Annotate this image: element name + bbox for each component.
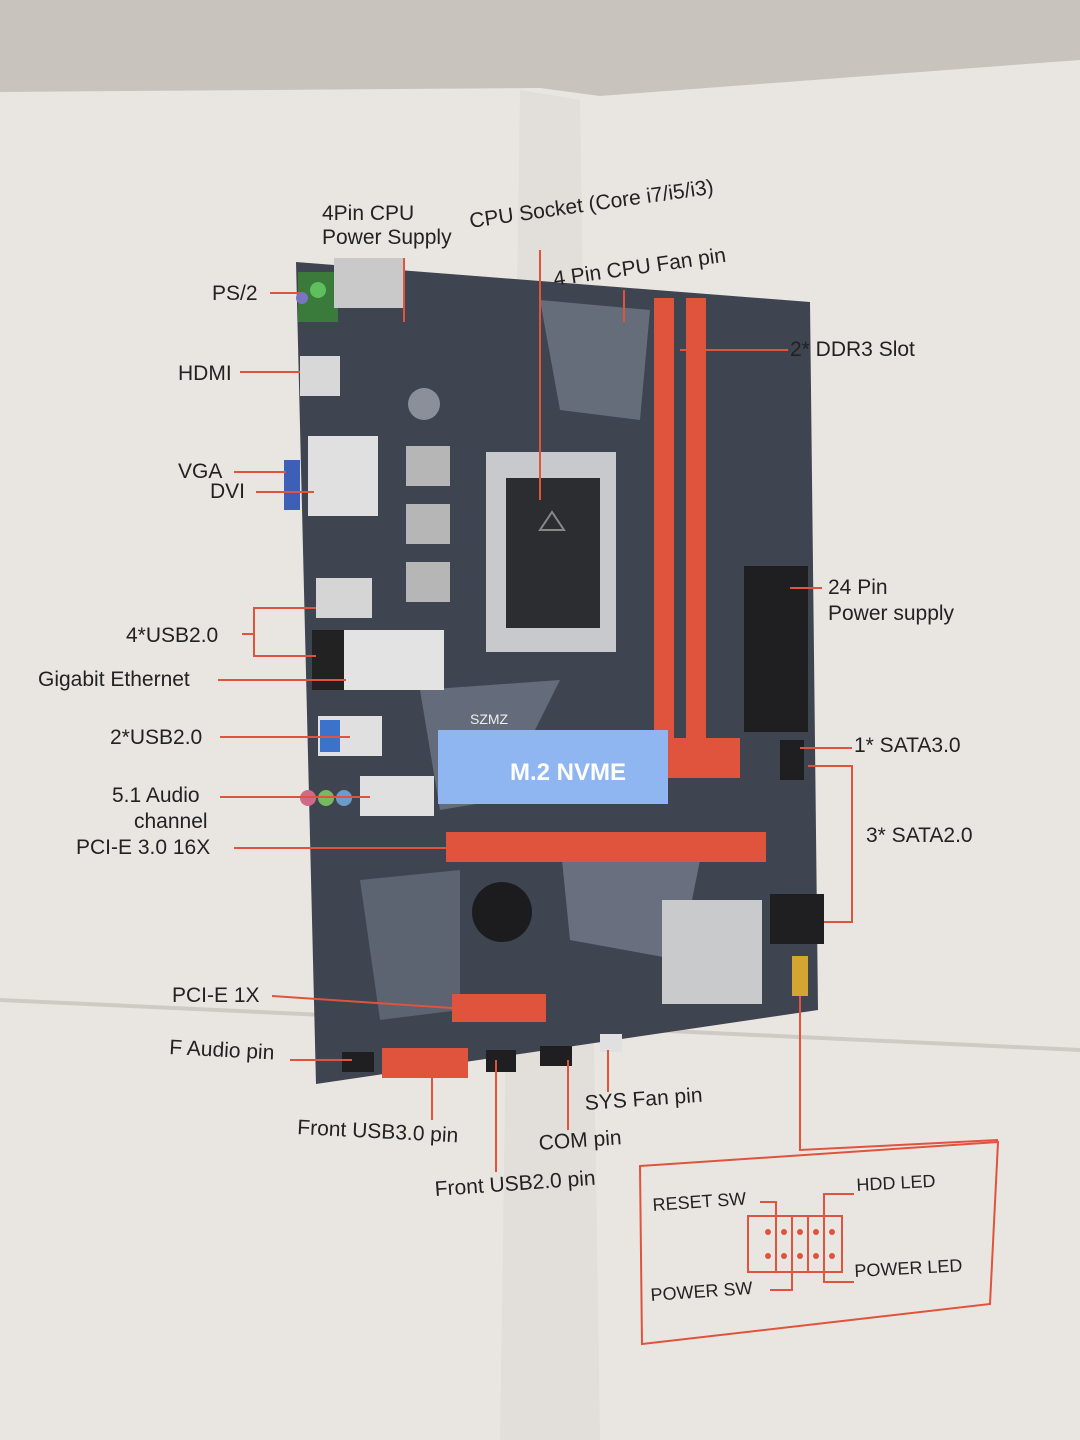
pin-group-left	[775, 1215, 793, 1273]
label-pcie16: PCI-E 3.0 16X	[76, 836, 211, 859]
pin-4	[813, 1229, 819, 1235]
label-ethernet: Gigabit Ethernet	[38, 668, 190, 691]
cpu-socket	[506, 478, 600, 628]
line-usb4	[242, 607, 316, 635]
label-usb4: 4*USB2.0	[126, 624, 219, 647]
m2-heatsink	[438, 730, 668, 804]
label-power24-2: Power supply	[828, 602, 955, 625]
heatsink-cap	[408, 388, 440, 420]
socket-mark	[538, 510, 566, 531]
pin-5	[829, 1229, 835, 1235]
label-pcie1: PCI-E 1X	[172, 984, 260, 1007]
label-ps2: PS/2	[212, 282, 258, 305]
front-usb3-header	[382, 1048, 468, 1078]
front-panel-header	[792, 956, 808, 996]
label-sata3: 1* SATA3.0	[854, 734, 961, 757]
ps2-purple	[296, 292, 308, 304]
front-usb2-header	[486, 1050, 516, 1072]
dvi-port	[308, 436, 378, 516]
pin-6	[765, 1253, 771, 1259]
panel-box	[638, 1140, 1000, 1346]
label-cpu-power-2: Power Supply	[322, 226, 452, 249]
lead-power-sw	[770, 1272, 793, 1291]
ddr3-slot-2	[686, 298, 706, 768]
atx-24pin	[744, 566, 808, 732]
label-hdmi: HDMI	[178, 362, 232, 385]
lead-hdd	[823, 1193, 854, 1216]
com-header	[540, 1046, 572, 1066]
pin-3	[797, 1229, 803, 1235]
pin-dots	[765, 1229, 835, 1259]
label-usb2: 2*USB2.0	[110, 726, 203, 749]
label-power24-1: 24 Pin	[828, 576, 888, 599]
pin-2	[781, 1229, 787, 1235]
label-cpu-power-1: 4Pin CPU	[322, 202, 415, 225]
pin-10	[829, 1253, 835, 1259]
line-sata2	[808, 765, 853, 923]
ps2-green	[310, 282, 326, 298]
front-panel-diagram	[638, 1140, 1000, 1346]
choke-1	[406, 446, 450, 486]
front-audio-header	[342, 1052, 374, 1072]
cpu-power-connector	[334, 258, 404, 308]
cmos-battery	[472, 882, 532, 942]
label-audio-1: 5.1 Audio	[112, 784, 200, 807]
board-hatch-3	[360, 870, 460, 1020]
line-pcie1	[271, 995, 453, 1009]
board-hatch-4	[540, 300, 650, 420]
vga-port	[284, 460, 300, 510]
choke-3	[406, 562, 450, 602]
pcie-16x-slot	[446, 832, 766, 862]
sata2-block	[770, 894, 824, 944]
pin-7	[781, 1253, 787, 1259]
pin-8	[797, 1253, 803, 1259]
hdmi-port	[300, 356, 340, 396]
sata3-port	[780, 740, 804, 780]
motherboard: M.2 NVME SZMZ	[284, 258, 824, 1084]
ethernet-housing	[344, 630, 444, 690]
pin-1	[765, 1229, 771, 1235]
lead-power-led	[823, 1272, 854, 1283]
pin-block	[747, 1215, 843, 1273]
sys-fan-header	[600, 1034, 622, 1052]
pcie-1x-slot	[452, 994, 546, 1022]
label-audio-2: channel	[134, 810, 208, 833]
usb-stack-1	[316, 578, 372, 618]
m2-label: M.2 NVME	[510, 759, 626, 786]
audio-housing	[360, 776, 434, 816]
label-sata2: 3* SATA2.0	[866, 824, 973, 847]
line-front-panel	[799, 996, 999, 1152]
pin-9	[813, 1253, 819, 1259]
label-ddr3: 2* DDR3 Slot	[790, 338, 915, 361]
line-usb4-b	[253, 634, 316, 657]
ddr3-slot-1	[654, 298, 674, 768]
brand-print: SZMZ	[470, 711, 509, 727]
chipset-heatsink	[662, 900, 762, 1004]
leader-lines	[218, 250, 999, 1172]
pin-group-right	[807, 1215, 825, 1273]
label-vga: VGA	[178, 460, 223, 483]
label-dvi: DVI	[210, 480, 246, 503]
label-hdd-led: HDD LED	[855, 1170, 936, 1195]
lead-reset	[760, 1201, 777, 1216]
choke-2	[406, 504, 450, 544]
